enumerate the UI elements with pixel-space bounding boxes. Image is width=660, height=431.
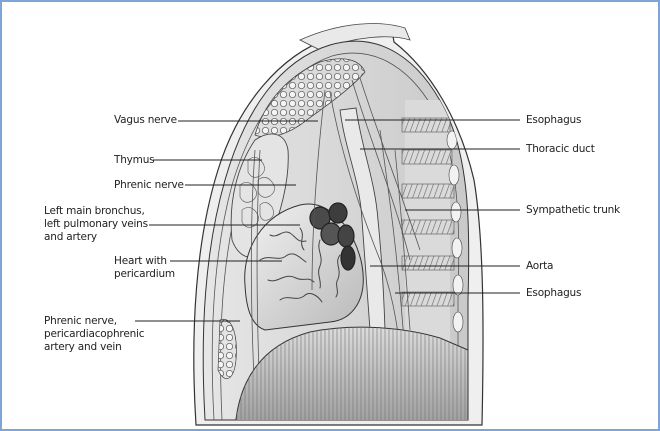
label-thoracic-duct: Thoracic duct bbox=[526, 143, 595, 155]
label-sympathetic-trunk: Sympathetic trunk bbox=[526, 204, 621, 216]
leader-lines bbox=[135, 119, 520, 322]
hilum-vessels bbox=[309, 202, 356, 271]
label-vagus-nerve: Vagus nerve bbox=[114, 114, 177, 126]
label-esophagus-lower: Esophagus bbox=[526, 287, 582, 299]
label-line: pericardium bbox=[114, 268, 175, 280]
label-line: and artery bbox=[44, 231, 97, 243]
label-phrenic-nerve-pericardiacophrenic: Phrenic nerve, pericardiacophrenic arter… bbox=[44, 315, 145, 354]
label-line: left pulmonary veins bbox=[44, 218, 148, 230]
label-aorta: Aorta bbox=[526, 260, 554, 272]
label-line: artery and vein bbox=[44, 341, 122, 353]
label-line: Heart with bbox=[114, 255, 167, 267]
label-line: pericardiacophrenic bbox=[44, 328, 145, 340]
label-line: Left main bronchus, bbox=[44, 205, 145, 217]
label-phrenic-nerve: Phrenic nerve bbox=[114, 179, 184, 191]
label-left-main-bronchus: Left main bronchus, left pulmonary veins… bbox=[44, 205, 148, 244]
label-esophagus-upper: Esophagus bbox=[526, 114, 582, 126]
fat-tissue bbox=[254, 58, 366, 138]
label-line: Phrenic nerve, bbox=[44, 315, 117, 327]
label-heart-with-pericardium: Heart with pericardium bbox=[114, 255, 175, 281]
label-thymus: Thymus bbox=[114, 154, 155, 166]
